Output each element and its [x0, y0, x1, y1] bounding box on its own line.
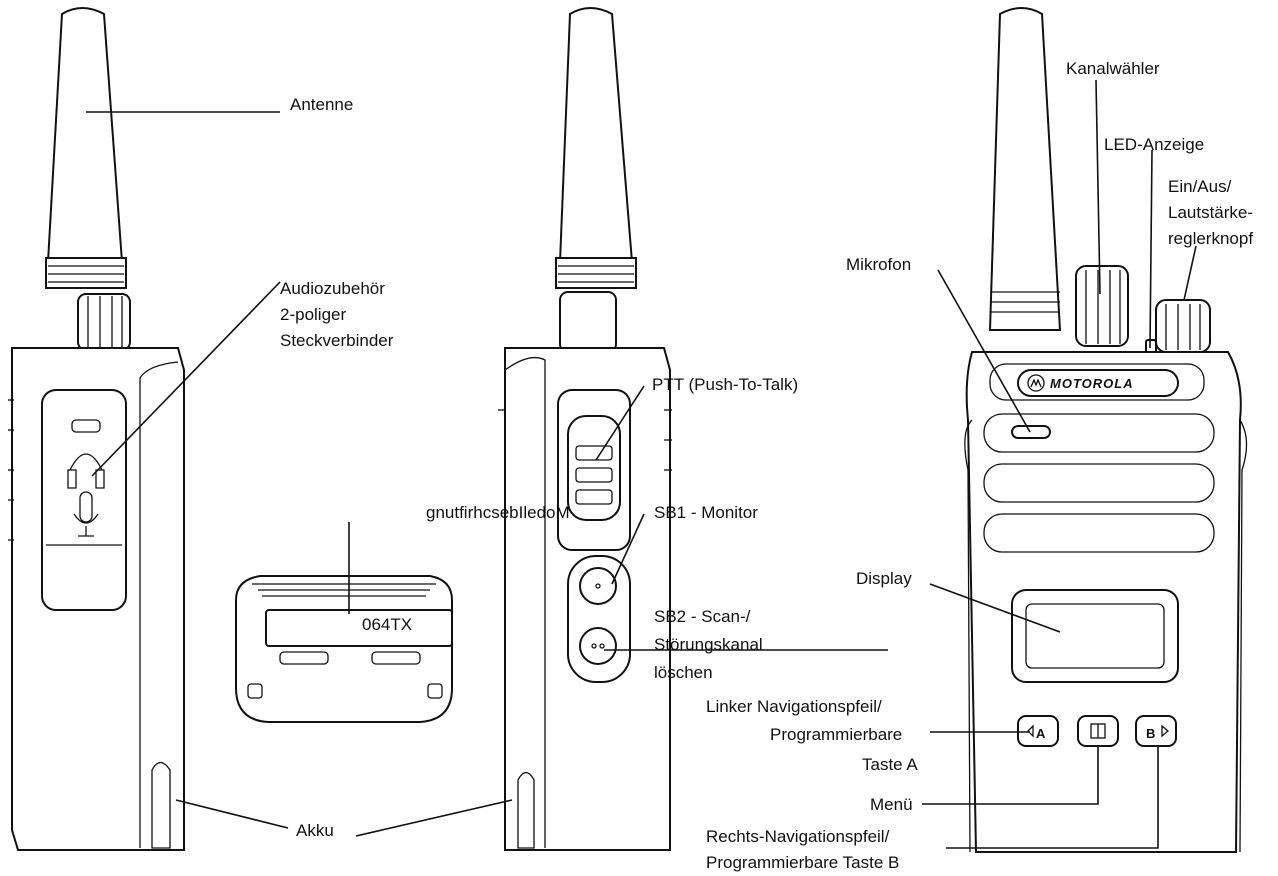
right-radio: MOTOROLA A B: [964, 7, 1248, 853]
key-a-label: A: [1036, 726, 1046, 741]
label-rechts-line1: Rechts-Navigationspfeil/: [706, 827, 890, 846]
label-audio-line2: 2-poliger: [280, 305, 346, 324]
microphone-slot: [1011, 425, 1051, 439]
left-accessory-cover: [41, 389, 127, 611]
label-einaus-line3: reglerknopf: [1168, 229, 1253, 248]
speaker-grille: [989, 363, 1205, 401]
label-audio-line3: Steckverbinder: [280, 331, 394, 350]
display-module-screen: [265, 609, 453, 647]
channel-knob: [1075, 265, 1129, 347]
model-label: 064TX: [362, 615, 412, 634]
label-sb2-line1: SB2 - Scan-/: [654, 607, 751, 626]
key-a: [1017, 715, 1059, 747]
right-antenna: [988, 7, 1062, 331]
label-mikrofon: Mikrofon: [846, 255, 911, 274]
display-module: 064TX: [235, 522, 453, 723]
brand-badge: [1017, 369, 1179, 397]
display-module-body: [235, 575, 453, 723]
label-sb2-line2: Störungskanal: [654, 635, 763, 654]
label-akku: Akku: [296, 821, 334, 840]
label-menue: Menü: [870, 795, 913, 814]
headset-icon: [67, 453, 105, 489]
sb1-button: [579, 567, 617, 605]
label-einaus-line2: Lautstärke-: [1168, 203, 1253, 222]
label-links-line3: Taste A: [862, 755, 918, 774]
key-b-label: B: [1146, 726, 1155, 741]
leader-lines: [86, 79, 1197, 849]
label-links-line2: Programmierbare: [770, 725, 902, 744]
middle-antenna-collar: [555, 257, 637, 289]
volume-knob: [1155, 299, 1211, 353]
labels: Antenne Audiozubehör 2-poliger Steckverb…: [280, 59, 1253, 872]
microphone-icon: [73, 491, 99, 537]
label-sb2-line3: löschen: [654, 663, 713, 682]
left-antenna: [46, 7, 124, 263]
lcd-display: [1011, 589, 1179, 683]
sb2-button: [579, 627, 617, 665]
label-mirrored: gnutfirhcsebIledoM: [426, 503, 570, 522]
brand-text: MOTOROLA: [1050, 376, 1134, 391]
label-rechts-line2: Programmierbare Taste B: [706, 853, 899, 872]
label-kanalwaehler: Kanalwähler: [1066, 59, 1160, 78]
label-links-line1: Linker Navigationspfeil/: [706, 697, 882, 716]
left-antenna-collar: [45, 257, 127, 289]
label-audio-line1: Audiozubehör: [280, 279, 385, 298]
key-b: [1135, 715, 1177, 747]
label-antenne: Antenne: [290, 95, 353, 114]
label-display: Display: [856, 569, 912, 588]
label-einaus-line1: Ein/Aus/: [1168, 177, 1232, 196]
middle-antenna: [558, 7, 634, 263]
label-led: LED-Anzeige: [1104, 135, 1204, 154]
motorola-logo-icon: [1027, 374, 1045, 392]
middle-radio: [498, 7, 672, 851]
left-radio: [8, 7, 185, 851]
label-ptt: PTT (Push-To-Talk): [652, 375, 798, 394]
label-sb1: SB1 - Monitor: [654, 503, 758, 522]
